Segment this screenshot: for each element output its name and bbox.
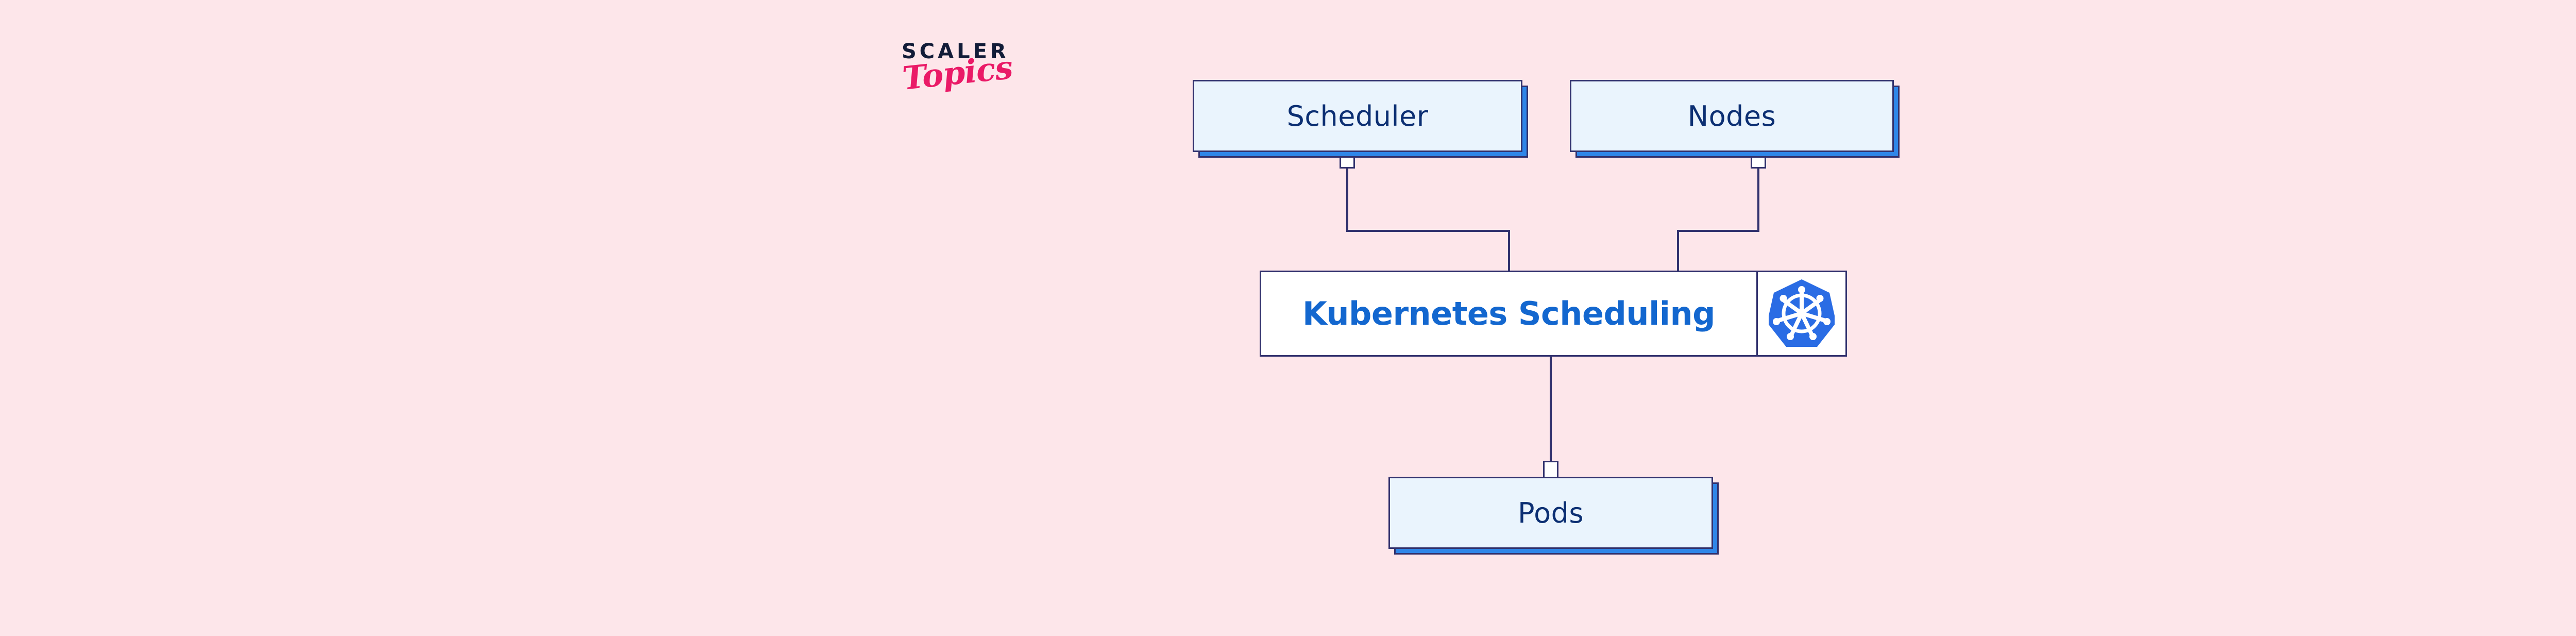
edge-scheduler-vertical-lower bbox=[1508, 230, 1510, 272]
edge-nodes-vertical-lower bbox=[1677, 230, 1679, 272]
center-title-cell: Kubernetes Scheduling bbox=[1261, 272, 1758, 355]
edge-center-to-pods bbox=[1550, 356, 1552, 478]
node-nodes-label: Nodes bbox=[1687, 99, 1776, 132]
node-pods-label: Pods bbox=[1517, 496, 1584, 529]
edge-scheduler-vertical-upper bbox=[1346, 168, 1348, 232]
center-logo-cell bbox=[1758, 272, 1845, 355]
node-scheduler-face: Scheduler bbox=[1193, 80, 1522, 152]
kubernetes-logo bbox=[1769, 279, 1835, 347]
center-title: Kubernetes Scheduling bbox=[1302, 295, 1716, 332]
node-nodes-face: Nodes bbox=[1570, 80, 1894, 152]
node-scheduler[interactable]: Scheduler bbox=[1193, 80, 1528, 158]
node-kubernetes-scheduling[interactable]: Kubernetes Scheduling bbox=[1260, 271, 1847, 357]
edge-scheduler-horizontal bbox=[1346, 230, 1510, 232]
edge-nodes-horizontal bbox=[1677, 230, 1759, 232]
node-pods[interactable]: Pods bbox=[1388, 477, 1719, 555]
scaler-topics-logo: SCALER Topics bbox=[896, 36, 1051, 134]
brand-topics-wordmark: Topics bbox=[901, 48, 1014, 97]
edge-nodes-vertical-upper bbox=[1757, 168, 1759, 232]
node-scheduler-label: Scheduler bbox=[1286, 99, 1429, 132]
port-pods-top bbox=[1543, 461, 1558, 478]
brand-scaler-wordmark: SCALER bbox=[902, 40, 1009, 63]
node-nodes[interactable]: Nodes bbox=[1570, 80, 1900, 158]
node-pods-face: Pods bbox=[1388, 477, 1713, 549]
